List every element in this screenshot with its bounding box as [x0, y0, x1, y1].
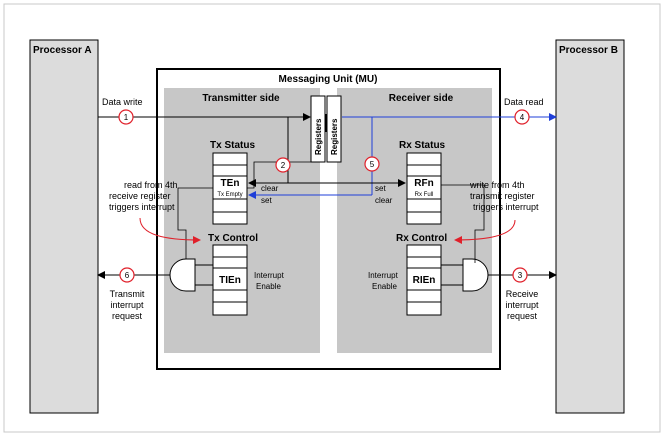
step-marker-3: 3: [512, 267, 528, 283]
step-5-label: 5: [370, 160, 375, 169]
rx-control-title: Rx Control: [396, 233, 447, 244]
tx-flag-ten: TEn: [221, 178, 240, 189]
right-note: write from 4th transmit register trigger…: [469, 180, 539, 212]
tx-clear-label: clear: [261, 184, 279, 193]
rx-clear-label: clear: [375, 196, 393, 205]
registers: Registers Registers: [310, 95, 342, 163]
tx-control-title: Tx Control: [208, 233, 258, 244]
step-marker-2: 2: [275, 157, 291, 173]
rx-irq-line1: Receive: [506, 289, 539, 299]
step-1-label: 1: [124, 113, 129, 122]
rx-irq-line3: request: [507, 311, 538, 321]
tx-ctrl-flag-tien: TIEn: [219, 275, 241, 286]
transmitter-side-label: Transmitter side: [202, 93, 280, 104]
tx-and-gate: [97, 258, 213, 292]
step-2-label: 2: [281, 161, 286, 170]
registers-label-rx: Registers: [330, 118, 339, 155]
rx-status-feedback-wire: [441, 184, 485, 263]
tx-interrupt-enable-line1: Interrupt: [254, 271, 285, 280]
tx-interrupt-enable-line2: Enable: [256, 282, 281, 291]
left-note-arrow: [139, 217, 201, 244]
step-4-label: 4: [520, 113, 525, 122]
step-marker-6: 6: [119, 267, 135, 283]
tx-set-label: set: [261, 196, 272, 205]
rx-flag-rfn: RFn: [414, 178, 433, 189]
tx-status-title: Tx Status: [210, 140, 255, 151]
tx-irq-line1: Transmit: [110, 289, 145, 299]
data-read-label: Data read: [504, 97, 544, 107]
step-3-label: 3: [518, 271, 523, 280]
rx-ctrl-flag-rien: RIEn: [413, 275, 436, 286]
right-note-line2: transmit register: [470, 191, 535, 201]
rx-interrupt-request-label: Receive interrupt request: [505, 289, 539, 321]
step-marker-4: 4: [514, 109, 530, 125]
processor-b-title: Processor B: [559, 45, 618, 56]
step-marker-1: 1: [118, 109, 134, 125]
rx-interrupt-enable-line1: Interrupt: [368, 271, 399, 280]
rx-flag-sub: Rx Full: [415, 192, 434, 198]
right-note-line1: write from 4th: [469, 180, 525, 190]
rx-set-label: set: [375, 184, 386, 193]
rx-control-register: Rx Control RIEn Interrupt Enable: [368, 233, 447, 316]
processor-a-title: Processor A: [33, 45, 92, 56]
tx-irq-line3: request: [112, 311, 143, 321]
left-note-line2: receive register: [109, 191, 171, 201]
processor-a: Processor A: [29, 39, 99, 414]
tx-flag-sub: Tx Empty: [217, 192, 242, 198]
registers-label-tx: Registers: [314, 118, 323, 155]
left-note-line3: triggers interrupt: [109, 202, 175, 212]
rx-irq-line2: interrupt: [505, 300, 539, 310]
data-write-label: Data write: [102, 97, 143, 107]
rx-status-title: Rx Status: [399, 140, 446, 151]
tx-irq-line2: interrupt: [110, 300, 144, 310]
messaging-unit-title: Messaging Unit (MU): [279, 74, 378, 85]
tx-interrupt-request-label: Transmit interrupt request: [110, 289, 145, 321]
right-note-line3: triggers interrupt: [473, 202, 539, 212]
rx-interrupt-enable-line2: Enable: [372, 282, 397, 291]
processor-b: Processor B: [555, 39, 625, 414]
right-note-arrow: [454, 219, 516, 244]
left-note: read from 4th receive register triggers …: [109, 180, 178, 212]
left-note-line1: read from 4th: [124, 180, 178, 190]
rx-status-register: Rx Status RFn Rx Full: [399, 140, 446, 225]
step-marker-5: 5: [364, 156, 380, 172]
tx-status-register: Tx Status TEn Tx Empty: [210, 140, 255, 225]
receiver-side-label: Receiver side: [389, 93, 454, 104]
step-6-label: 6: [125, 271, 130, 280]
tx-control-register: Tx Control TIEn Interrupt Enable: [208, 233, 285, 316]
